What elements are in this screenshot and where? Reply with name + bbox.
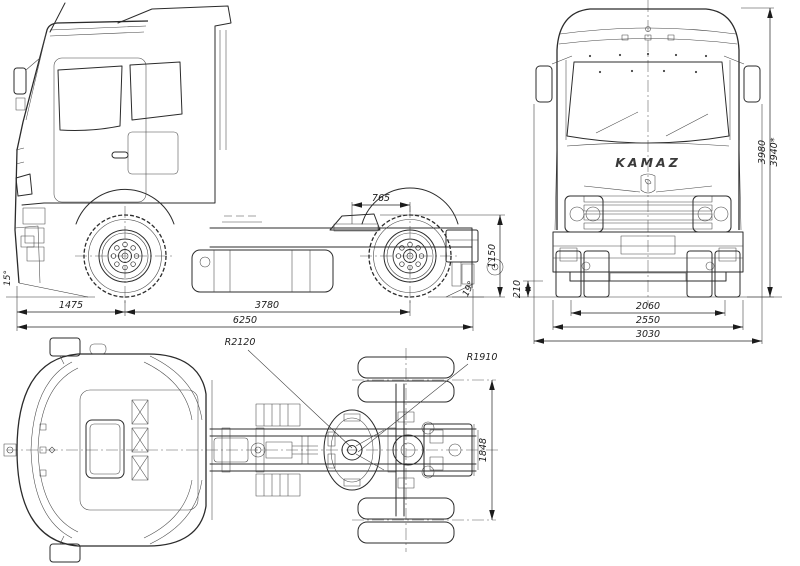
crossmember (255, 427, 265, 473)
r2120-leader (247, 349, 353, 449)
fifth-wheel-top (323, 409, 385, 491)
kamaz-logo-text: KAMAZ (615, 155, 681, 170)
fog-lamp (20, 235, 35, 248)
departure-angle-line (445, 283, 474, 298)
dim-front-overhang: 1475 (59, 300, 83, 311)
tire (357, 380, 455, 403)
top-rear-wheels (357, 356, 455, 544)
top-view: R2120 R1910 1848 (3, 337, 500, 563)
frame-rails (209, 428, 477, 472)
front-bumper (552, 231, 744, 273)
headlight (15, 173, 33, 197)
front-dimensions: 2060 2550 3030 210 3980 3940* (512, 7, 780, 344)
dim-front-track: 2060 (636, 301, 660, 312)
fuel-tank (191, 249, 334, 293)
grille-bar (583, 195, 713, 203)
left-mirror (535, 65, 553, 103)
catwalk-plates (255, 403, 301, 497)
crossmember (221, 427, 231, 473)
front-cab: KAMAZ (535, 8, 761, 282)
dim-front-swing-radius: R2120 (225, 337, 256, 348)
quarter-window (129, 61, 183, 121)
dim-width-over-mirrors: 3030 (636, 329, 660, 340)
grille-bar (583, 222, 713, 230)
battery-box (445, 229, 479, 263)
dim-overall-width: 2550 (636, 315, 660, 326)
side-cab (13, 2, 232, 284)
sunroof-hatch (85, 419, 125, 479)
front-fender (75, 188, 175, 225)
dim-wheelbase: 3780 (255, 300, 279, 311)
tire (357, 356, 455, 379)
roof-panel (79, 389, 199, 511)
gearbox (213, 437, 249, 463)
tire (357, 497, 455, 520)
grille-bar (583, 213, 713, 221)
fog-lamp (718, 247, 737, 262)
dim-overall-height: 3980 (757, 140, 768, 164)
roof-vents (131, 399, 149, 481)
side-dimensions: 765 1150 1475 3780 6250 (16, 193, 505, 331)
top-cab (3, 337, 213, 563)
cab-step (26, 246, 45, 262)
approach-angle-label: 15° (3, 270, 13, 286)
fifth-wheel-side (329, 213, 381, 231)
side-chassis (191, 187, 504, 293)
differential (392, 434, 424, 466)
dim-fifth-wheel-lead: 765 (372, 193, 390, 204)
dim-rear-swing-radius: R1910 (467, 352, 498, 363)
dim-ground-clearance: 210 (512, 280, 523, 298)
dim-fifth-wheel-height: 1150 (487, 244, 498, 268)
rivet-dots (588, 52, 708, 74)
front-view: KAMAZ (512, 0, 782, 344)
frame-rail (209, 227, 473, 289)
side-centerlines (75, 206, 460, 306)
tow-pin (3, 443, 17, 457)
rear-axle (395, 383, 405, 517)
rear-frame-plate (423, 423, 473, 477)
marker-lamp (621, 34, 629, 41)
door-handle (111, 151, 129, 159)
cab-step (22, 207, 46, 225)
mirror-bottom (49, 543, 81, 563)
door-window (57, 65, 123, 131)
marker-lamp (667, 34, 675, 41)
dim-rear-track: 1848 (478, 438, 489, 462)
cab-door (53, 57, 147, 203)
horse-emblem (640, 173, 656, 194)
antenna (49, 2, 66, 33)
r1910-leader (357, 363, 469, 453)
right-mirror (743, 65, 761, 103)
side-mirror (13, 67, 27, 95)
dim-overall-length: 6250 (233, 315, 257, 326)
departure-angle-label: 19° (461, 280, 477, 299)
marker-lamp (644, 34, 652, 41)
tire (357, 521, 455, 544)
approach-angle-line (18, 282, 89, 298)
fog-lamp (559, 247, 578, 262)
mud-flap (451, 261, 462, 287)
side-angles: 15° 19° (3, 270, 484, 298)
rear-fender (361, 187, 459, 225)
top-dimensions: R2120 R1910 1848 (225, 337, 498, 520)
side-view: 15° 19° 765 1150 1475 3780 6250 (3, 2, 505, 331)
mirror-top (49, 337, 81, 357)
wipers (595, 111, 709, 137)
cab-step (24, 227, 45, 244)
license-plate (620, 235, 676, 255)
tail-lamp (461, 263, 475, 285)
top-centerlines (6, 348, 500, 552)
roof-horn (89, 343, 107, 355)
top-chassis (209, 383, 479, 517)
grille-bar (583, 204, 713, 212)
crossmember (301, 435, 309, 465)
dim-cab-height: 3940* (769, 137, 780, 166)
